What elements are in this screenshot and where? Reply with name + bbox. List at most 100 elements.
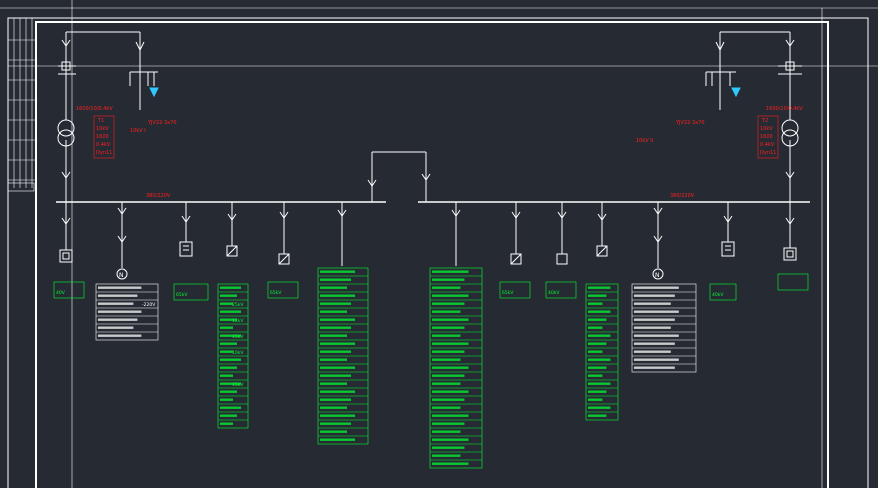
feeder-drops [65, 202, 791, 268]
list-item-text-mark [588, 358, 611, 361]
feeder-tag-text: 65kV [176, 292, 188, 298]
list-item-text-mark [320, 422, 351, 425]
list-item-text-mark [320, 318, 355, 321]
svg-text:Dyn11: Dyn11 [760, 150, 776, 156]
list-item-text-mark [634, 294, 675, 297]
right-transformer-t2-icon [781, 119, 799, 147]
list-item-text-mark [320, 390, 355, 393]
list-item-text-mark [320, 438, 355, 441]
left-feeder-label-1: YJV22-3x70 [147, 120, 177, 126]
list-item-text-mark [634, 310, 679, 313]
list-item-text-mark [320, 366, 355, 369]
list-item-text-mark [588, 366, 607, 369]
list-item-text-mark [432, 270, 469, 273]
list-item: 10kV [232, 350, 244, 356]
capacitor-icon-right [721, 241, 735, 257]
bus-left-label: 380/220V [146, 193, 171, 199]
list-item-text-mark [220, 374, 233, 377]
list-item: 25kV [232, 302, 244, 308]
feeder-list-c11 [631, 283, 697, 373]
list-item-text-mark [98, 318, 138, 321]
list-item-text-mark [432, 382, 461, 385]
list-item-text-mark [98, 286, 142, 289]
list-item-text-mark [320, 326, 351, 329]
list-item-text-mark [432, 406, 461, 409]
left-feeder-label-2: 10kV I [130, 128, 146, 134]
list-item-text-mark [220, 422, 233, 425]
feeder-tag-c5 [267, 281, 299, 299]
list-item-text-mark [634, 318, 675, 321]
list-item-text-mark [432, 422, 465, 425]
list-item-text-mark [588, 374, 603, 377]
list-item-text-mark [588, 382, 611, 385]
list-item-text-mark [588, 294, 607, 297]
list-item-text-mark [634, 342, 675, 345]
list-item-text-mark [634, 350, 671, 353]
list-item-text-mark [432, 310, 461, 313]
right-incoming-section [705, 31, 802, 202]
bus-right-label: 380/220V [670, 193, 695, 199]
list-item-text-mark [634, 334, 679, 337]
list-item-text-mark [320, 270, 355, 273]
list-item-text-mark [220, 390, 237, 393]
list-item-text-mark [220, 294, 237, 297]
list-item-text-mark [432, 398, 465, 401]
right-feeder-label-2: 10kV II [636, 138, 653, 144]
list-item-text-mark [220, 398, 233, 401]
svg-text:Dyn11: Dyn11 [96, 150, 112, 156]
list-item-text-mark [634, 326, 671, 329]
feeder-tag-text: 40kV [548, 290, 560, 296]
list-item-text-mark [432, 278, 465, 281]
list-item-text-mark [432, 438, 469, 441]
left-transformer-t1-icon [57, 119, 75, 147]
list-item-text-mark [98, 334, 142, 337]
list-item-text-mark [432, 414, 469, 417]
feeder-tag-text: 40V [56, 290, 66, 296]
list-item-text-mark [320, 342, 355, 345]
feeder-tag-c12 [709, 283, 737, 301]
list-item-text-mark [432, 358, 461, 361]
feeder-tag-c13 [777, 273, 809, 291]
list-item-text-mark [432, 334, 461, 337]
list-item-text-mark [588, 310, 611, 313]
feeder-tag-text: 40kV [712, 292, 724, 298]
list-item-text-mark [98, 310, 142, 313]
right-feeder-label-1: YJV22-3x70 [675, 120, 705, 126]
list-item-text-mark [634, 286, 679, 289]
list-item-text-mark [98, 294, 138, 297]
list-item-text-mark [634, 366, 675, 369]
feeder-list-c10 [585, 283, 619, 421]
svg-text:0.4kV: 0.4kV [96, 142, 111, 148]
svg-text:10kV: 10kV [760, 126, 773, 132]
list-item-text-mark [320, 278, 351, 281]
list-item-text-mark [320, 294, 355, 297]
feeder-tag-text: 65kV [270, 290, 282, 296]
list-item-text-mark [634, 358, 679, 361]
neutral-icon-left: N [116, 268, 128, 280]
list-item-text-mark [432, 342, 469, 345]
list-item-text-mark [588, 390, 607, 393]
list-item-text-mark [588, 406, 611, 409]
list-item-text-mark [432, 286, 461, 289]
list-item-text-mark [432, 366, 469, 369]
list-item-text-mark [220, 406, 241, 409]
list-item-text-mark [220, 334, 241, 337]
left-title-block [7, 18, 36, 192]
list-item-text-mark [220, 358, 241, 361]
capacitor-icon-left [179, 241, 193, 257]
list-item-text-mark [98, 302, 134, 305]
list-item-text-mark [220, 350, 233, 353]
list-item: 15kV [232, 382, 244, 388]
list-item-text-mark [432, 462, 469, 465]
feeder-tag-c9 [545, 281, 577, 299]
list-item-text-mark [220, 302, 233, 305]
list-item-text-mark [432, 318, 469, 321]
breaker-marks [61, 207, 795, 243]
list-item-text-mark [320, 382, 347, 385]
feeder-list-c7 [429, 267, 483, 469]
list-item-text-mark [220, 342, 237, 345]
meter-box-icon-right [783, 247, 797, 261]
list-item-text-mark [588, 414, 607, 417]
